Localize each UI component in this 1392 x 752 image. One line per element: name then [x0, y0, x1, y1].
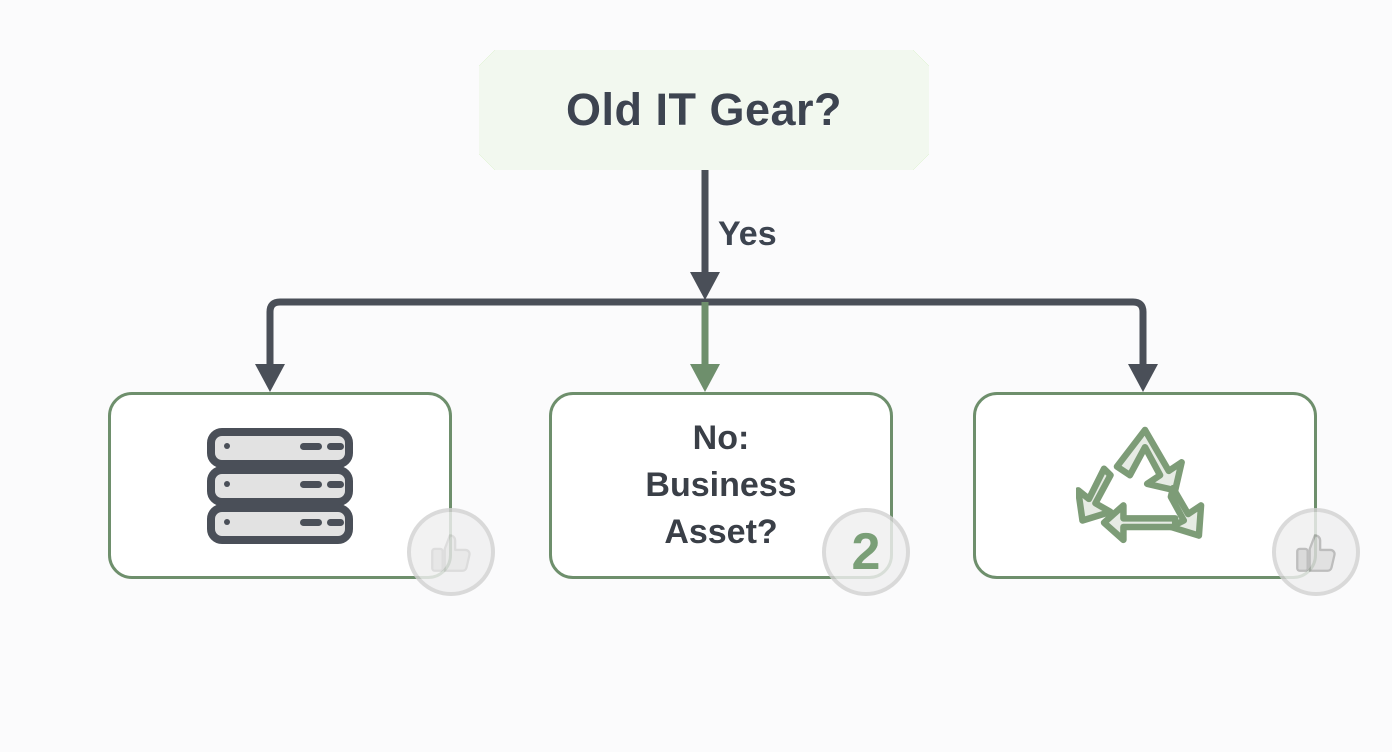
thumbs-up-icon: [431, 534, 471, 572]
branch-arrow-left: [255, 364, 285, 392]
node-business-asset-label: No: Business Asset?: [645, 419, 797, 551]
badge-number-label: 2: [851, 523, 881, 581]
thumbs-up-icon: [1296, 534, 1336, 572]
trunk-edge: [690, 170, 720, 300]
badge-step-number[interactable]: 2: [822, 508, 910, 596]
badge-thumbs-up-left[interactable]: [407, 508, 495, 596]
branch-arrow-right: [1128, 364, 1158, 392]
node-server[interactable]: [108, 392, 452, 579]
branch-arrow-middle: [690, 302, 720, 392]
root-node[interactable]: Old IT Gear?: [479, 50, 929, 170]
node-recycle[interactable]: [973, 392, 1317, 579]
branch-bar: [266, 298, 1147, 382]
recycle-icon: [1076, 426, 1205, 543]
edge-label-yes: Yes: [718, 215, 777, 253]
badge-thumbs-up-right[interactable]: [1272, 508, 1360, 596]
root-node-label: Old IT Gear?: [565, 84, 843, 135]
server-rack-icon: [207, 427, 353, 544]
